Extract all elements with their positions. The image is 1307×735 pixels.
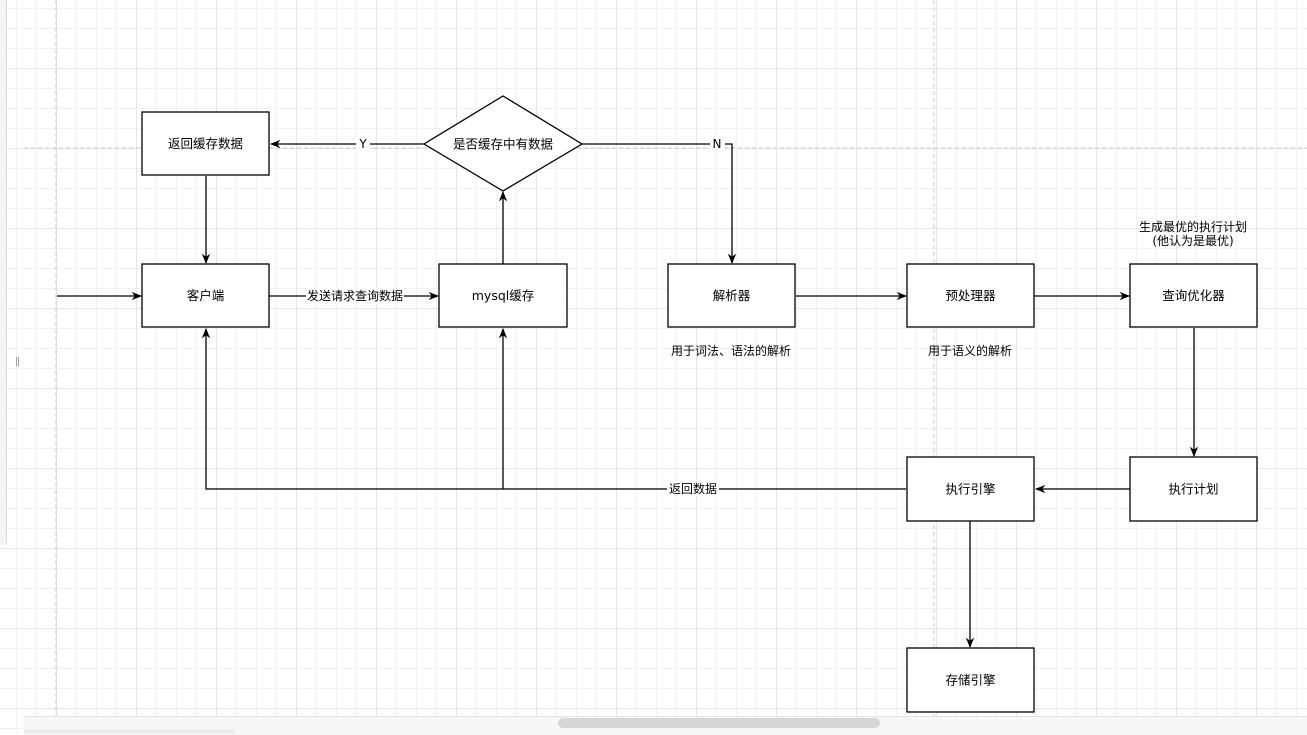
page-tab-strip [24,729,234,734]
parser-note: 用于词法、语法的解析 [671,343,791,358]
label-return-data: 返回数据 [669,481,717,496]
node-client[interactable]: 客户端 [141,263,270,328]
annotations: 用于词法、语法的解析 用于语义的解析 生成最优的执行计划 (他认为是最优) [671,219,1247,358]
label-send-request: 发送请求查询数据 [307,288,403,303]
node-exec-engine[interactable]: 执行引擎 [906,456,1035,522]
horizontal-scrollbar-thumb[interactable] [558,718,880,728]
node-optimizer-label: 查询优化器 [1162,288,1225,303]
edge-decision-no [582,143,737,265]
node-decision[interactable]: 是否缓存中有数据 [422,95,584,192]
edges [57,139,1199,649]
edge-labels: 发送请求查询数据 Y N 返回数据 [306,137,725,497]
node-exec-plan[interactable]: 执行计划 [1129,456,1258,522]
node-storage-engine-label: 存储引擎 [945,673,995,688]
node-return-cache-label: 返回缓存数据 [168,136,243,151]
node-preprocessor-label: 预处理器 [945,288,996,303]
node-parser-label: 解析器 [713,288,751,303]
node-preprocessor[interactable]: 预处理器 [906,263,1035,328]
preprocessor-note: 用于语义的解析 [928,343,1012,358]
label-yes: Y [358,137,367,151]
node-decision-label: 是否缓存中有数据 [453,137,553,152]
page-guides [24,0,1307,716]
node-return-cache[interactable]: 返回缓存数据 [141,111,270,176]
node-mysql-cache[interactable]: mysql缓存 [438,263,568,328]
panel-resize-handle[interactable]: || [15,357,20,367]
node-storage-engine[interactable]: 存储引擎 [906,647,1035,713]
node-optimizer[interactable]: 查询优化器 [1129,263,1258,328]
edge-engine-return-data [201,327,906,490]
optimizer-note-line2: (他认为是最优) [1152,234,1233,248]
label-no: N [713,137,722,151]
optimizer-note-line1: 生成最优的执行计划 [1139,219,1247,234]
node-exec-plan-label: 执行计划 [1168,482,1218,497]
node-mysql-cache-label: mysql缓存 [472,288,535,303]
left-panel-edge [0,0,7,545]
node-client-label: 客户端 [187,288,225,303]
node-exec-engine-label: 执行引擎 [945,482,995,497]
node-parser[interactable]: 解析器 [667,263,796,328]
